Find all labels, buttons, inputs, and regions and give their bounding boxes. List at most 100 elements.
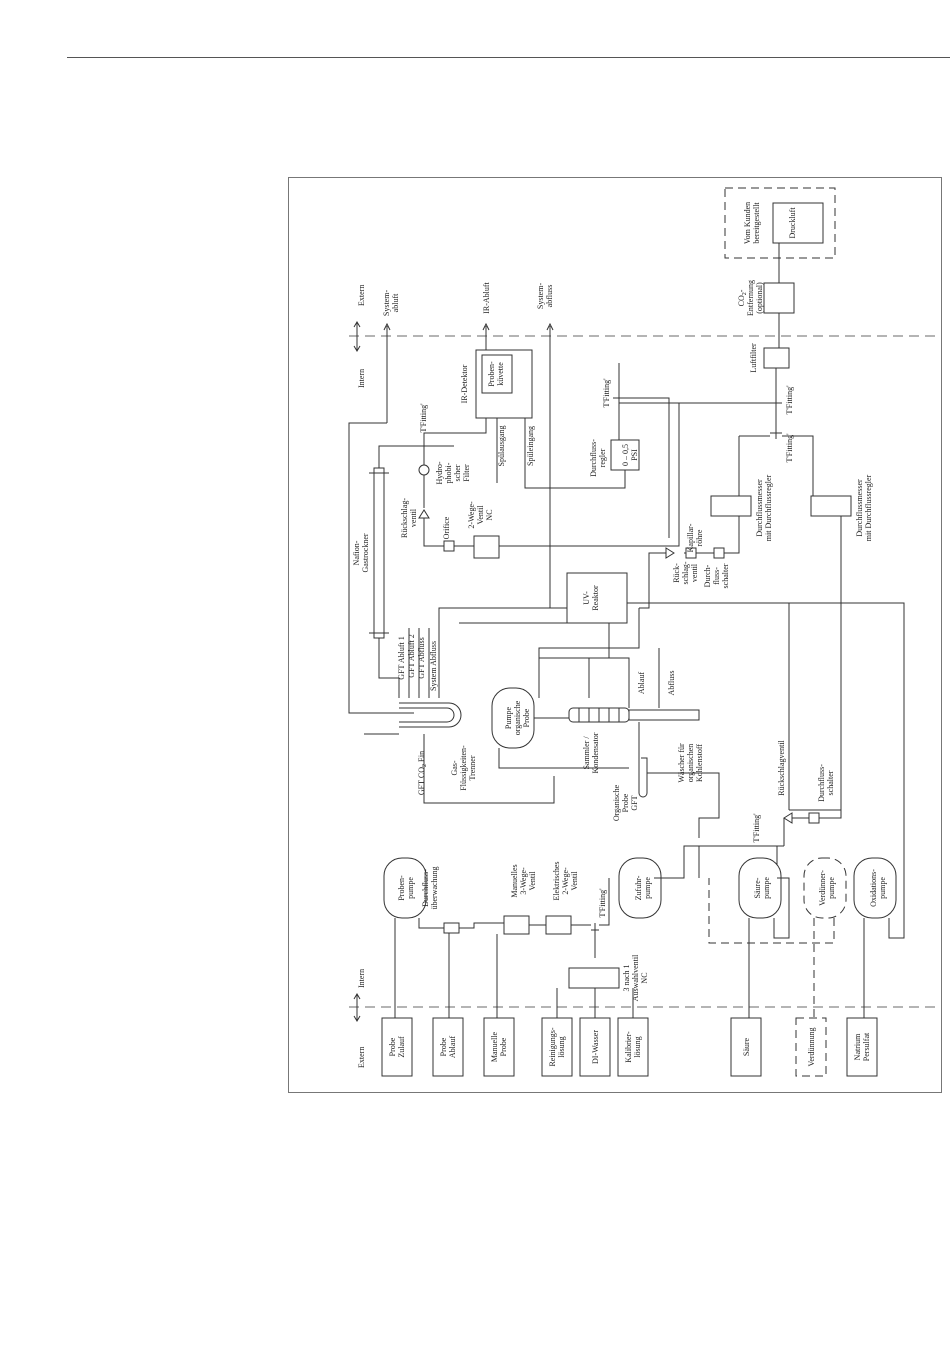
svg-text:Hydro-phobi-scherFilter: Hydro-phobi-scherFilter	[435, 461, 471, 484]
auswahl-inputs	[556, 988, 634, 1018]
svg-text:Gas-Flüssigkeiten-Trenner: Gas-Flüssigkeiten-Trenner	[450, 745, 477, 791]
kapillarroehre: Kapillar-röhre	[685, 523, 704, 559]
svg-text:Durchflussmessermit Durchfluss: Durchflussmessermit Durchflussregler	[755, 474, 773, 541]
svg-text:Durch-fluss-schalter: Durch-fluss-schalter	[703, 563, 730, 588]
reactor-to-collector	[588, 623, 610, 698]
zone-label-extern-top: Extern	[357, 285, 366, 306]
durchflussmesser-2: Durchflussmessermit Durchflussregler	[810, 474, 873, 541]
t-fitting-left: T'Fitting'	[770, 427, 794, 463]
hydrophober-filter: Hydro-phobi-scherFilter	[418, 461, 471, 485]
orifice: Orifice	[442, 516, 455, 552]
gft-co2-ein-label: GFT CO2Ein	[417, 751, 428, 795]
gft-abfluss-label: GFT Abfluss	[417, 637, 426, 678]
filter-branches	[378, 445, 454, 468]
svg-text:PumpeorganischeProbe: PumpeorganischeProbe	[504, 700, 531, 735]
pumpe-organische-probe: PumpeorganischeProbe	[491, 687, 535, 749]
svg-text:IR-Abluft: IR-Abluft	[482, 281, 491, 313]
zufuhrpumpe: Zufuhr-pumpe	[618, 857, 662, 919]
input-saeure: Säure	[730, 1017, 762, 1077]
meter2-out	[789, 516, 842, 811]
t-fitting-right: T'Fitting'	[770, 385, 794, 415]
uv-outlets	[538, 602, 649, 698]
svg-text:UV-Reaktor: UV-Reaktor	[582, 585, 600, 611]
system-abluft-return	[348, 422, 414, 714]
input-verduennung: Verdünnung	[795, 1017, 827, 1077]
druckluft-box: Druckluft	[772, 202, 824, 244]
elektrisches-ventil-lines	[571, 878, 610, 926]
spueleingang-label: Spüleingang	[526, 426, 535, 466]
zone-label-intern-top: Intern	[357, 369, 366, 388]
svg-text:Elektrisches2-Wege-Ventil: Elektrisches2-Wege-Ventil	[552, 861, 579, 900]
durchflussregler-box: 0 – 0,5PSI Durchfluss-regler	[589, 439, 640, 477]
collector-outlets	[539, 648, 660, 708]
nafion-to-gft	[378, 638, 400, 698]
mixer-air-line	[783, 810, 842, 846]
waescher: Wäscher fürorganischenKohlenstoff	[677, 743, 704, 783]
gft-abluft-1-label: GFT Abluft 1	[397, 636, 406, 679]
svg-text:Rückschlagventil: Rückschlagventil	[777, 739, 786, 795]
verduennerpumpe-lines	[708, 878, 835, 1018]
output-system-abluft: System-abluft	[382, 290, 400, 423]
ueberwachung-lines	[448, 922, 504, 1018]
svg-text:T'Fitting': T'Fitting'	[785, 385, 794, 415]
gft-abluft-2-label: GFT Abluft 2	[407, 634, 416, 677]
input-probe-ablauf: ProbeAblauf	[432, 1017, 464, 1077]
svg-text:2-Wege-VentilNC: 2-Wege-VentilNC	[467, 501, 494, 529]
manuelles-ventil: Manuelles3-Wege-Ventil	[503, 864, 537, 935]
oxidationspumpe: Oxidations-pumpe	[853, 857, 897, 919]
svg-text:Oxidations-pumpe: Oxidations-pumpe	[869, 869, 887, 907]
valve-to-air	[499, 403, 680, 547]
system-abfluss-label: System Abfluss	[429, 641, 438, 691]
svg-text:Durchfluss-regler: Durchfluss-regler	[589, 439, 607, 477]
svg-text:DI-Wasser: DI-Wasser	[591, 1030, 600, 1064]
t-fitting-regler: T'Fitting'	[602, 378, 625, 408]
page-header-rule	[67, 57, 950, 58]
svg-text:T'Fitting': T'Fitting'	[598, 888, 607, 918]
system-abfluss-line	[438, 588, 551, 628]
svg-text:CO2-Entfernung(optional): CO2-Entfernung(optional)	[737, 280, 764, 316]
elektrisches-ventil: Elektrisches2-Wege-Ventil	[545, 861, 579, 935]
svg-text:Nafion-Gastrockner: Nafion-Gastrockner	[352, 533, 370, 572]
svg-text:T'Fitting': T'Fitting'	[752, 813, 761, 843]
svg-text:Wäscher fürorganischenKohlenst: Wäscher fürorganischenKohlenstoff	[677, 743, 704, 783]
luftfilter-box: Luftfilter	[749, 343, 790, 373]
saeurepumpe-lines	[748, 877, 790, 1018]
organische-probe-gft: OrganischeProbeGFT	[612, 722, 648, 821]
probenkuevette: Proben-küvette	[481, 354, 513, 394]
manuelles-ventil-lines	[496, 924, 546, 1018]
zone-label-extern-bottom: Extern	[357, 1047, 366, 1068]
t-fitting-filter: T'Fitting'	[417, 403, 431, 452]
svg-text:Reinigungs-lösung: Reinigungs-lösung	[548, 1027, 566, 1066]
svg-text:Durchflussmessermit Durchfluss: Durchflussmessermit Durchflussregler	[855, 474, 873, 541]
ir-to-filter	[423, 418, 487, 468]
meter1-out	[719, 516, 740, 554]
gft-vent-lines	[408, 628, 440, 698]
svg-text:ProbeZulauf: ProbeZulauf	[388, 1036, 406, 1058]
t-fitting-zufuhr: T'Fitting'	[591, 888, 607, 938]
input-manuelle-probe: ManuelleProbe	[483, 1017, 515, 1077]
zone-arrow-bottom	[353, 993, 361, 1022]
waescher-line	[647, 772, 720, 838]
air-split-lines	[738, 435, 814, 496]
flow-diagram-canvas: Extern Intern Intern Extern ProbeZulauf …	[348, 187, 939, 1077]
gft-outlets	[364, 733, 555, 804]
svg-text:T'Fitting': T'Fitting'	[785, 433, 794, 463]
svg-text:Rückschlag-ventil: Rückschlag-ventil	[400, 498, 418, 538]
svg-text:IR-Detektor: IR-Detektor	[460, 364, 469, 403]
svg-text:System-abluft: System-abluft	[382, 290, 400, 317]
svg-text:NatriumPersulfat: NatriumPersulfat	[853, 1032, 871, 1061]
svg-text:ManuelleProbe: ManuelleProbe	[490, 1031, 508, 1062]
probenpumpe: Proben-pumpe	[383, 857, 427, 919]
durchflussueberwachung-fitting	[443, 922, 460, 934]
svg-text:0 – 0,5PSI: 0 – 0,5PSI	[621, 444, 639, 466]
svg-text:Durchfluss-schalter: Durchfluss-schalter	[817, 764, 835, 802]
flow-diagram: Extern Intern Intern Extern ProbeZulauf …	[288, 177, 942, 1093]
rueckschlag-to-orifice	[423, 518, 444, 547]
zufuhrpumpe-out	[654, 845, 699, 879]
durchflussschalter-mixer: Durchfluss-schalter	[808, 764, 835, 824]
svg-text:Zufuhr-pumpe: Zufuhr-pumpe	[634, 875, 652, 900]
spuelausgang-label: Spülausgang	[497, 426, 506, 467]
regler-to-spueleingang	[524, 418, 626, 489]
nafion-gastrockner: Nafion-Gastrockner	[352, 467, 389, 639]
input-kalibrierloesung: Kalibrier-lösung	[617, 1017, 649, 1077]
